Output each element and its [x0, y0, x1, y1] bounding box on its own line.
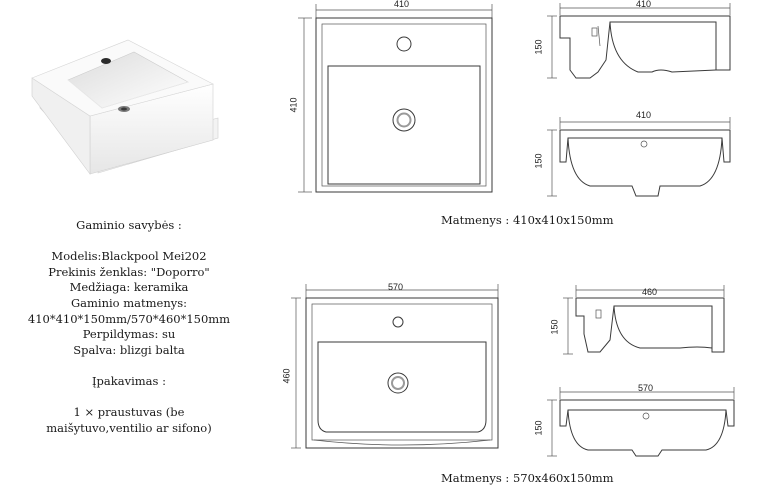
- top-570-width-label: 570: [388, 282, 404, 292]
- spec-dimensions-label: Gaminio matmenys:: [70, 295, 188, 310]
- product-photo: [31, 39, 219, 175]
- spec-overflow: Perpildymas: su: [82, 327, 176, 342]
- dimensions-caption-410: Matmenys : 410x410x150mm: [441, 213, 614, 227]
- package-line-2: maišytuvo,ventilio ar sifono): [46, 420, 212, 435]
- front-view-570: [547, 387, 735, 457]
- product-specs: Gaminio savybės : Modelis:Blackpool Mei2…: [14, 218, 244, 436]
- specs-heading: Gaminio savybės :: [76, 218, 182, 232]
- spec-model: Modelis:Blackpool Mei202: [51, 249, 207, 264]
- side-view-570: [563, 285, 725, 355]
- side-410-height-label: 150: [533, 39, 544, 55]
- side-570-height-label: 150: [549, 319, 560, 335]
- top-view-570: [291, 284, 499, 449]
- side-570-width-label: 460: [642, 287, 658, 297]
- front-570-width-label: 570: [638, 383, 654, 393]
- side-410-width-label: 410: [636, 0, 652, 9]
- front-410-height-label: 150: [533, 153, 544, 169]
- spec-color: Spalva: blizgi balta: [73, 342, 185, 357]
- front-410-width-label: 410: [636, 110, 652, 120]
- top-view-410: [298, 4, 493, 193]
- spec-material: Medžiaga: keramika: [69, 280, 189, 295]
- spec-brand: Prekinis ženklas: "Doporro": [48, 264, 210, 279]
- top-410-height-label: 410: [288, 97, 299, 113]
- package-line-1: 1 × praustuvas (be: [73, 405, 185, 420]
- package-heading: Įpakavimas :: [92, 373, 166, 388]
- top-570-height-label: 460: [281, 368, 292, 384]
- spec-dimensions-value: 410*410*150mm/570*460*150mm: [27, 311, 231, 326]
- front-570-height-label: 150: [533, 420, 544, 436]
- top-410-width-label: 410: [394, 0, 410, 9]
- front-view-410: [547, 117, 731, 197]
- dimensions-caption-570: Matmenys : 570x460x150mm: [441, 471, 614, 485]
- side-view-410: [547, 3, 731, 79]
